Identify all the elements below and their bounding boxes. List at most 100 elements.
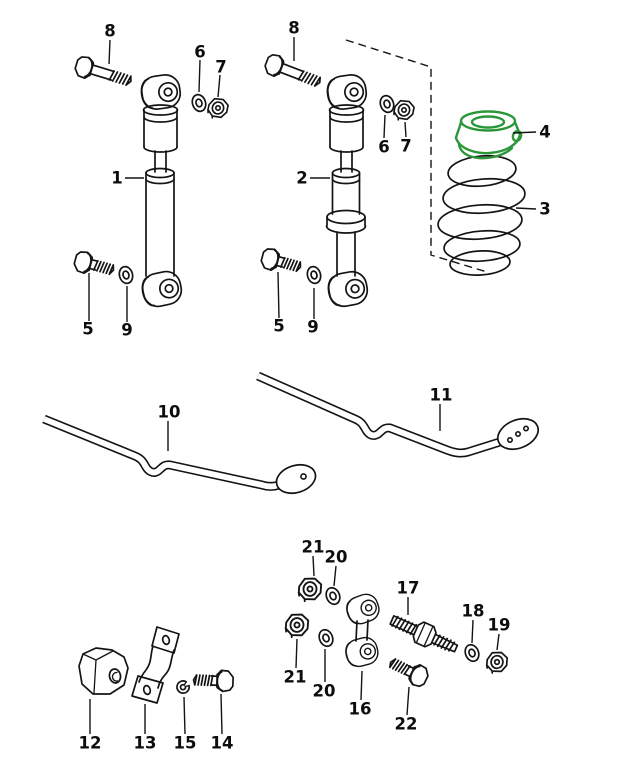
clamp-bracket-13	[131, 626, 180, 704]
link16-upper-bushing	[342, 590, 383, 628]
callout-label-7-left[interactable]: 7	[215, 58, 226, 77]
callout-12: 12	[79, 699, 102, 753]
callout-label-14[interactable]: 14	[211, 734, 234, 753]
bolt-5-left	[71, 248, 116, 276]
callout-5-left: 5	[82, 273, 94, 339]
callout-label-9-left[interactable]: 9	[121, 321, 132, 340]
callout-20-upper: 20	[325, 548, 348, 587]
callout-label-3[interactable]: 3	[539, 200, 550, 219]
callout-10: 10	[158, 403, 181, 451]
callout-label-8-right[interactable]: 8	[288, 19, 299, 38]
nut-7-left	[205, 95, 231, 122]
shock2-body-band	[331, 178, 361, 185]
leader-7-right	[404, 121, 407, 138]
bolt-8-left	[72, 53, 134, 87]
callout-label-8-left[interactable]: 8	[104, 22, 115, 41]
callout-label-7-right[interactable]: 7	[400, 137, 411, 156]
shock1-body-cap	[145, 167, 175, 179]
nut-21-upper	[296, 575, 324, 605]
callout-label-6-right[interactable]: 6	[378, 138, 389, 157]
link16-connector	[355, 619, 369, 642]
callout-label-12[interactable]: 12	[79, 734, 102, 753]
callout-14: 14	[211, 693, 234, 753]
leader-4	[512, 131, 537, 134]
callout-9-right: 9	[307, 288, 319, 337]
leader-14	[220, 693, 223, 735]
callout-label-9-right[interactable]: 9	[307, 318, 318, 337]
callout-9-left: 9	[121, 286, 133, 340]
rubber-mount-12	[78, 647, 129, 695]
callout-label-16[interactable]: 16	[349, 700, 372, 719]
callout-21-lower: 21	[284, 638, 307, 687]
callout-label-22[interactable]: 22	[395, 715, 418, 734]
callout-label-20-upper[interactable]: 20	[325, 548, 348, 567]
callout-label-11[interactable]: 11	[430, 386, 453, 405]
callout-label-20-lower[interactable]: 20	[313, 682, 336, 701]
callouts: 8 6 7 1 5 9 8 2	[79, 19, 551, 753]
callout-label-21-lower[interactable]: 21	[284, 668, 307, 687]
callout-label-19[interactable]: 19	[488, 616, 511, 635]
washer-9-right	[304, 264, 324, 286]
callout-label-5-left[interactable]: 5	[82, 320, 93, 339]
callout-3: 3	[515, 200, 551, 219]
callout-label-17[interactable]: 17	[397, 579, 420, 598]
callout-18: 18	[462, 602, 485, 644]
shock2-spring-perch-top	[326, 209, 366, 225]
shock1-upper-tube-bottom	[143, 146, 178, 153]
leader-7-left	[217, 74, 221, 98]
callout-label-1[interactable]: 1	[111, 169, 122, 188]
lock-washer-15	[176, 680, 190, 694]
nut-21-lower	[283, 611, 311, 641]
leader-6-left	[198, 59, 201, 93]
bolt-14	[192, 669, 235, 693]
bolt-8-right	[261, 51, 323, 89]
stabilizer-bar-11	[256, 371, 540, 458]
dashed-boundary	[345, 39, 488, 273]
nut-19	[484, 649, 510, 676]
callout-label-15[interactable]: 15	[174, 734, 197, 753]
shock-absorber-1	[138, 72, 185, 311]
nut-7-right	[391, 97, 417, 124]
stud-17	[389, 615, 459, 653]
bar11-lug-hole-3	[522, 425, 529, 432]
coil-spring-3	[437, 154, 526, 276]
callout-label-13[interactable]: 13	[134, 734, 157, 753]
callout-11: 11	[430, 386, 453, 431]
leader-3	[515, 207, 537, 210]
callout-19: 19	[488, 616, 511, 651]
shock2-lower-tube	[336, 231, 356, 277]
bolt-22	[387, 656, 432, 690]
callout-label-4[interactable]: 4	[539, 123, 550, 142]
shock2-collar	[328, 104, 365, 116]
callout-7-left: 7	[215, 58, 227, 98]
callout-label-21-upper[interactable]: 21	[302, 538, 325, 557]
washer-9-left	[116, 264, 136, 286]
leader-8-left	[108, 39, 111, 65]
shock2-spring-perch-skirt	[325, 225, 367, 234]
callout-label-2[interactable]: 2	[296, 169, 307, 188]
washer-6-right	[377, 93, 397, 115]
leader-21-lower	[295, 638, 298, 669]
leader-22	[406, 686, 410, 716]
spring-support-4-highlighted[interactable]	[454, 110, 523, 160]
leader-15	[183, 696, 186, 735]
shock-absorber-2	[324, 72, 371, 310]
leader-5-right	[277, 271, 280, 319]
callout-8-upper-right: 8	[288, 19, 300, 61]
callout-5-right: 5	[273, 271, 285, 336]
callout-label-5-right[interactable]: 5	[273, 317, 284, 336]
callout-label-18[interactable]: 18	[462, 602, 485, 621]
callout-17: 17	[397, 579, 420, 615]
leader-20-upper	[333, 565, 337, 587]
callout-label-6-left[interactable]: 6	[194, 43, 205, 62]
washer-20-lower	[315, 626, 337, 650]
drop-link-16	[342, 590, 383, 670]
bolt-5-right	[258, 245, 303, 273]
bar11-lug-hole-1	[506, 436, 513, 443]
shock2-spring-perch-sides	[326, 216, 366, 227]
callout-label-10[interactable]: 10	[158, 403, 181, 422]
callout-22: 22	[395, 686, 418, 734]
callout-21-upper: 21	[302, 538, 325, 577]
link16-lower-bushing	[342, 634, 382, 670]
bar11-end-lug	[496, 417, 540, 451]
